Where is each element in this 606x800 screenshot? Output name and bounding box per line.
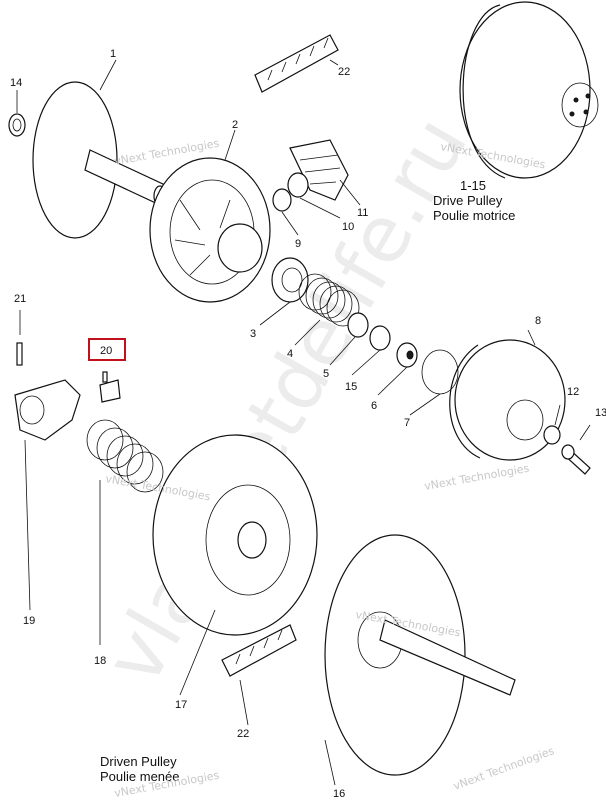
drive-pulley-ref: 1-15 [460,178,486,193]
label-part-3: 3 [250,328,256,340]
label-part-16: 16 [333,788,345,800]
label-part-22-bottom: 22 [237,728,249,740]
drive-pulley-outline [459,1,599,179]
part-17-fixed-sheave [152,434,318,636]
label-part-9: 9 [295,238,301,250]
label-part-18: 18 [94,655,106,667]
part-16-sliding-sheave [324,534,516,776]
part-9-ring [272,188,292,212]
label-part-14: 14 [10,77,22,89]
label-part-17: 17 [175,699,187,711]
label-part-20: 20 [100,345,112,357]
highlight-box-part-20 [88,338,126,361]
part-18-spring [86,419,164,493]
driven-pulley-caption-en: Driven Pulley [100,754,177,769]
label-part-8: 8 [535,315,541,327]
part-22-ramp-top [254,34,339,93]
part-6-ring [396,342,418,368]
drive-pulley-caption-en: Drive Pulley [433,193,503,208]
part-8-cover [449,339,566,461]
drive-pulley-caption-fr: Poulie motrice [433,208,515,223]
label-part-13: 13 [595,407,606,419]
label-part-22-top: 22 [338,66,350,78]
label-part-21: 21 [14,293,26,305]
part-10-ring [287,172,309,198]
label-part-2: 2 [232,119,238,131]
part-14-washer [8,113,26,137]
label-part-11: 11 [357,207,368,219]
part-13-bolt [561,444,591,475]
part-2-sliding-sheave [149,157,271,303]
watermark-7: vNext Technologies [452,744,557,793]
label-part-19: 19 [23,615,35,627]
part-15-ring [369,325,391,351]
label-part-6: 6 [371,400,377,412]
part-4-spring [298,273,360,327]
label-part-7: 7 [404,417,410,429]
watermark-4: vNext Technologies [423,462,530,493]
part-21-pin [16,342,23,366]
label-part-15: 15 [345,381,357,393]
part-20-slider [99,371,121,403]
label-part-12: 12 [567,386,579,398]
leader-lines [16,59,591,786]
part-22-ramp-bottom [221,624,297,677]
label-part-5: 5 [323,368,329,380]
part-7-ring [421,349,459,395]
label-part-1: 1 [110,48,116,60]
label-part-10: 10 [342,221,354,233]
label-part-4: 4 [287,348,293,360]
driven-pulley-caption-fr: Poulie menée [100,769,180,784]
part-12-washer [543,425,561,445]
part-19-cam [14,379,81,441]
part-5-ring [347,312,369,338]
